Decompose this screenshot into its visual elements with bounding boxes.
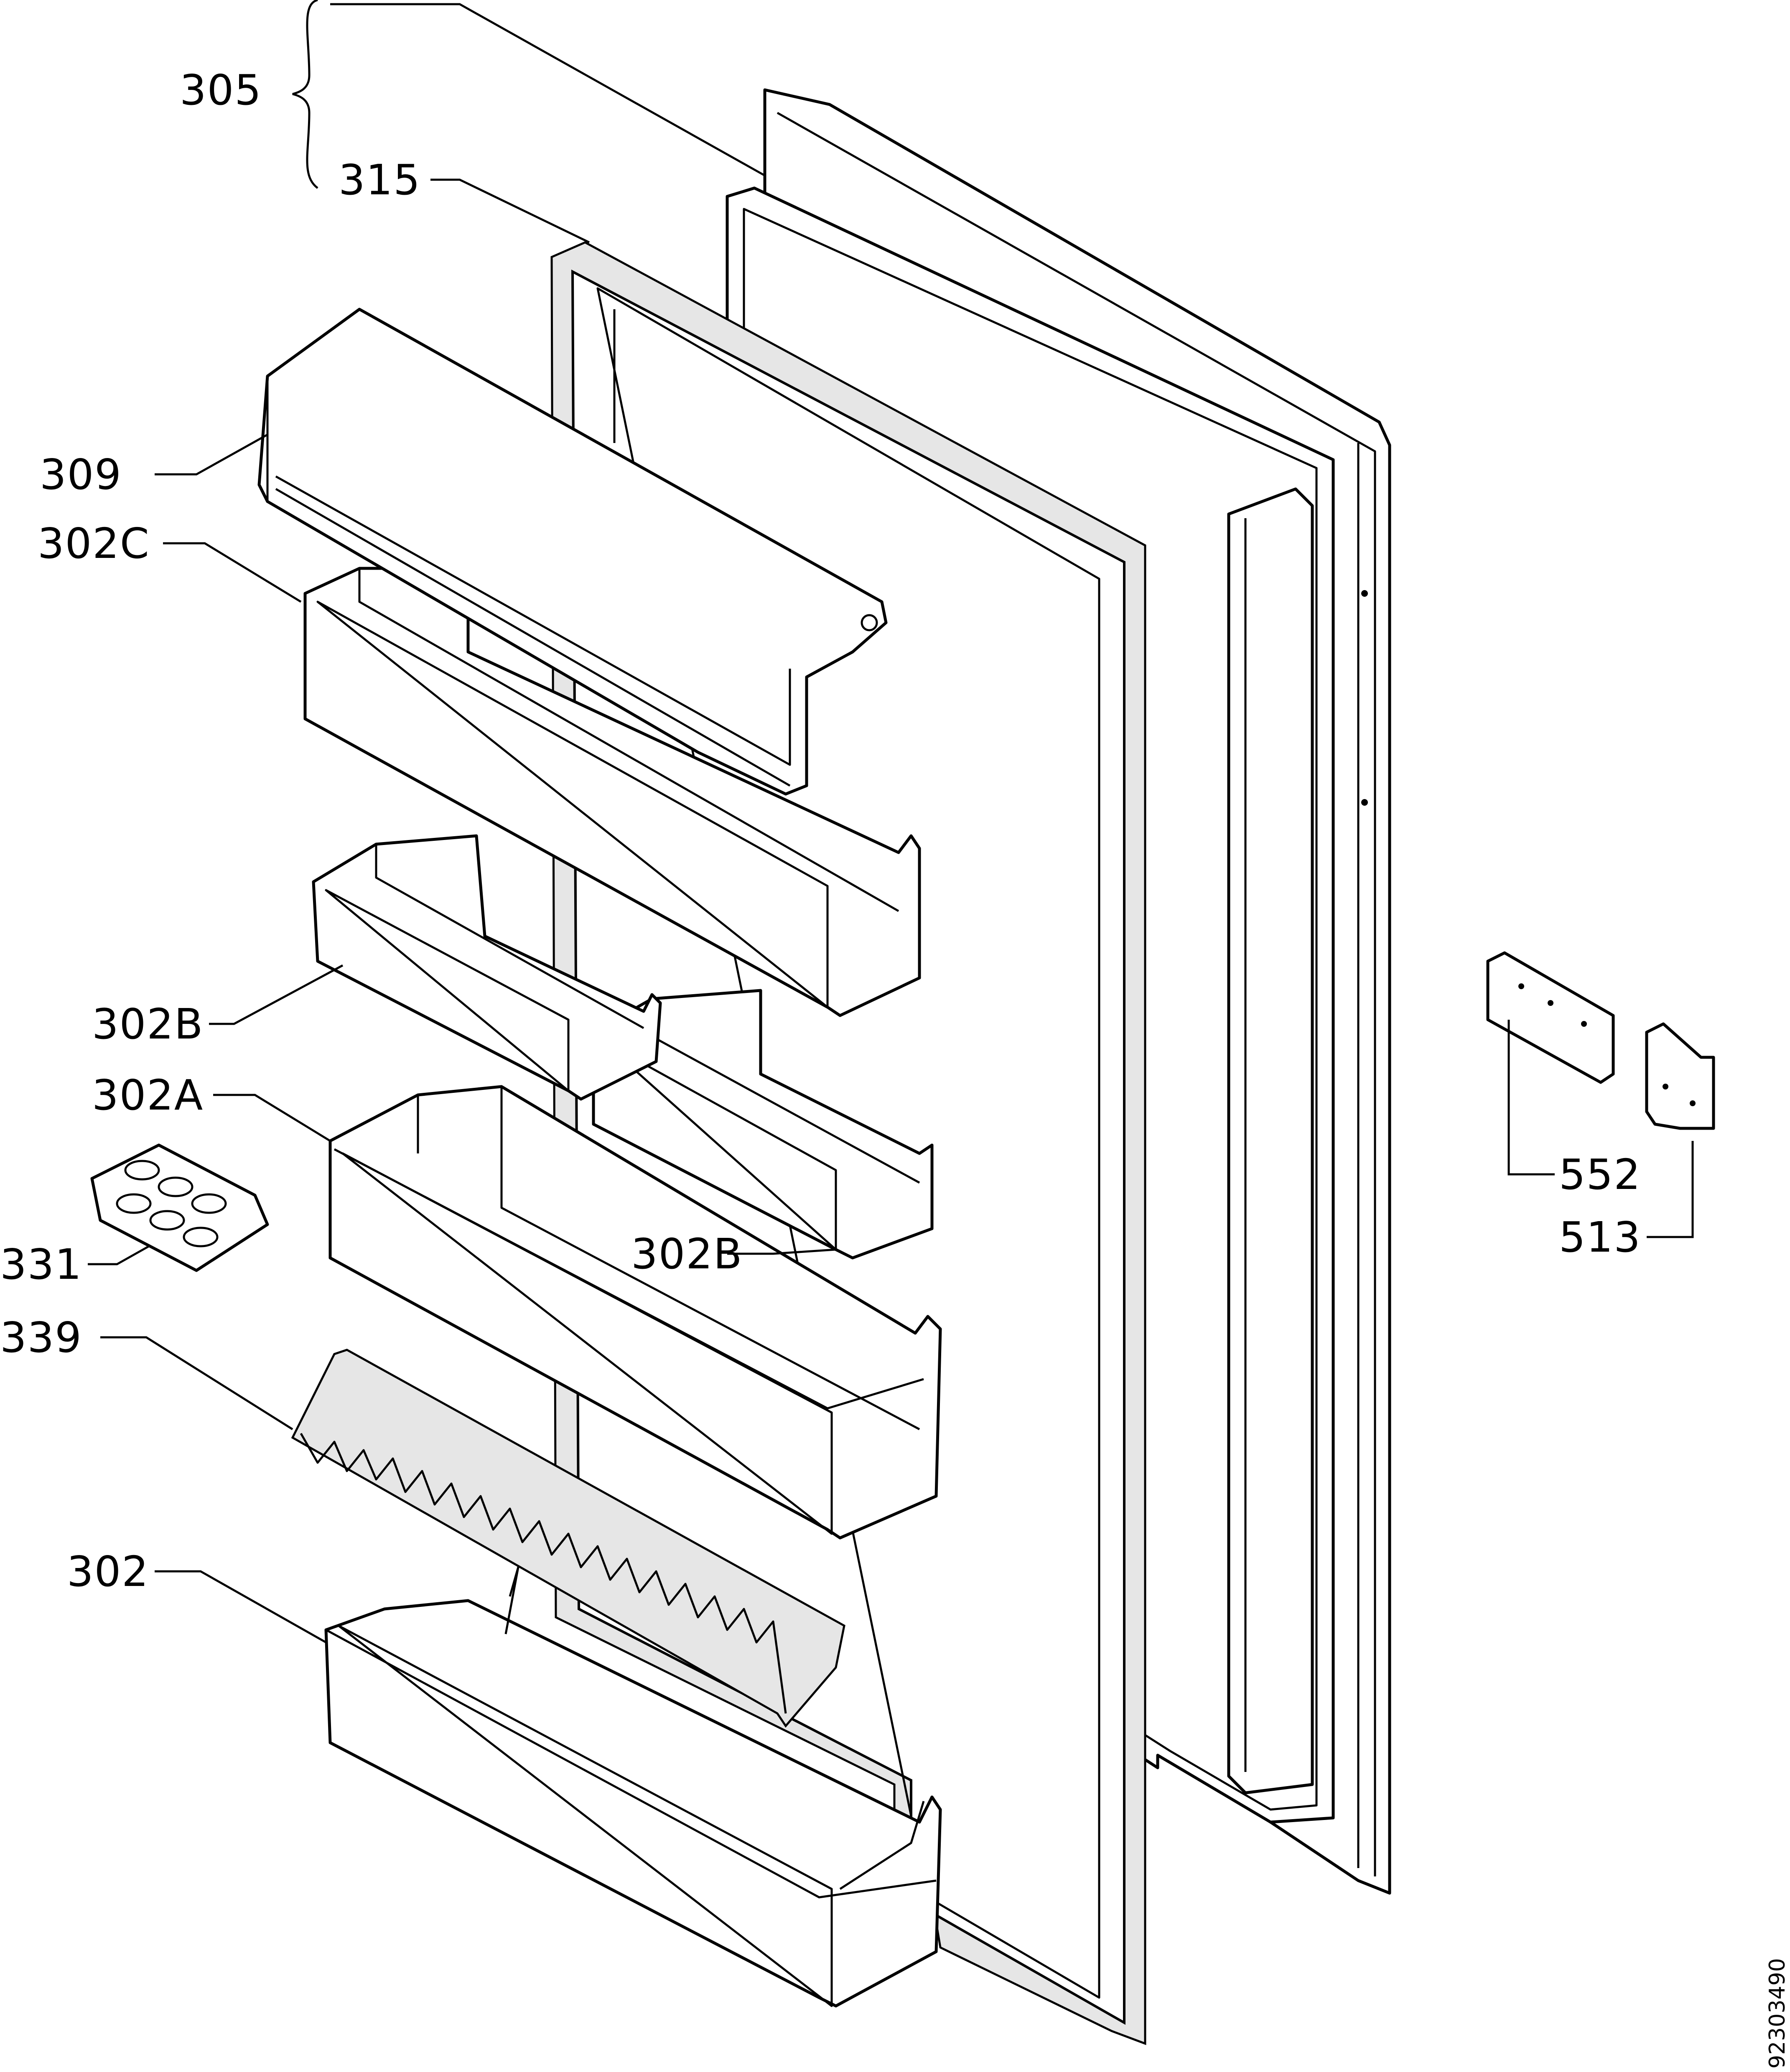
label-302c: 302C	[38, 519, 150, 568]
part-labels: 305 315 309 302C 302B 302A 302B 331 339 …	[0, 66, 1641, 1596]
cover-309	[257, 308, 888, 796]
label-331: 331	[0, 1240, 82, 1289]
label-305: 305	[180, 66, 262, 115]
label-339: 339	[0, 1313, 82, 1362]
tray-302a	[328, 1085, 942, 1540]
label-302: 302	[67, 1547, 149, 1596]
label-302a: 302A	[92, 1071, 204, 1120]
egg-tray-331	[90, 1143, 269, 1272]
label-552: 552	[1559, 1150, 1641, 1199]
label-309: 309	[40, 450, 122, 499]
hinge-bracket-513	[1645, 1022, 1715, 1130]
hinge-plate-552	[1486, 951, 1615, 1084]
drawing-id: 92303490	[1765, 1958, 1790, 2069]
leader-lines	[88, 0, 1694, 1644]
tray-302b-upper	[312, 834, 662, 1101]
label-302b-lower: 302B	[631, 1229, 743, 1278]
label-302b-upper: 302B	[92, 1000, 204, 1049]
tray-302	[324, 1566, 942, 2008]
label-315: 315	[339, 155, 421, 204]
bottle-retainer-339	[291, 1349, 845, 1728]
label-513: 513	[1559, 1213, 1641, 1262]
